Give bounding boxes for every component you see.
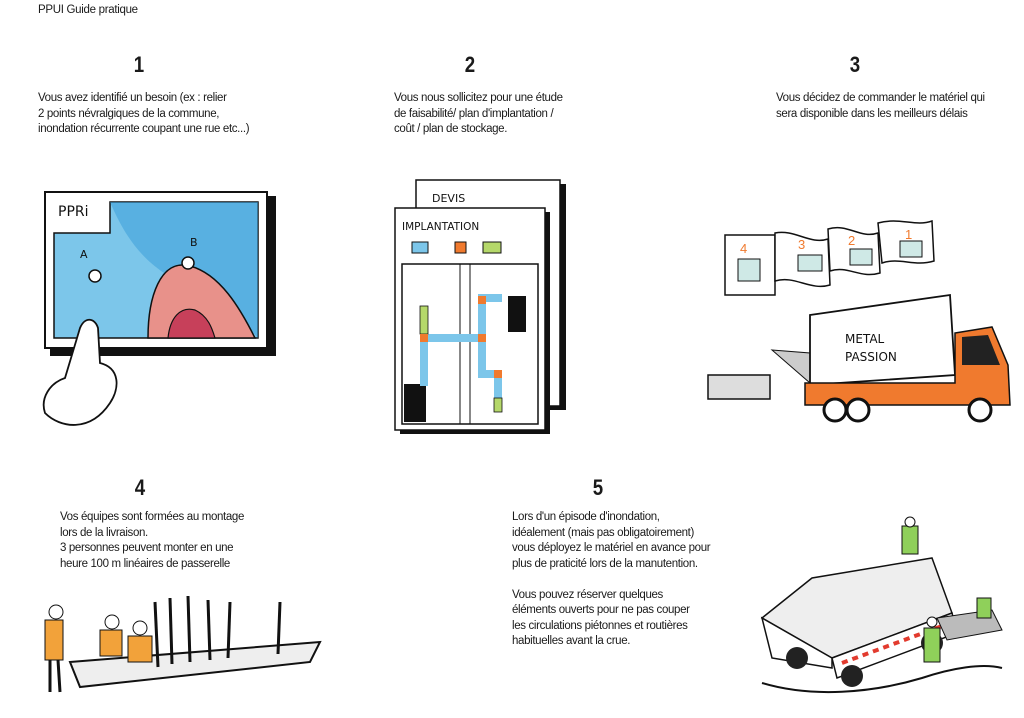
sheet-number: 3 bbox=[798, 237, 805, 252]
sheet-number: 2 bbox=[848, 233, 855, 248]
step-4-text: Vos équipes sont formées au montage lors… bbox=[60, 511, 245, 570]
step-5-text: Lors d'un épisode d'inondation, idéaleme… bbox=[512, 511, 711, 647]
pointing-hand-icon bbox=[42, 318, 118, 426]
truck-label: METAL bbox=[845, 332, 885, 346]
assembly-team-illustration bbox=[44, 595, 322, 693]
implantation-label: IMPLANTATION bbox=[402, 221, 479, 233]
panel-sheets: 4 3 2 1 bbox=[724, 219, 935, 296]
order-delivery-illustration: 4 3 2 1 METAL PASSION bbox=[707, 219, 1011, 423]
step-1-number: 1 bbox=[133, 52, 145, 77]
map-point-b-label: B bbox=[190, 236, 198, 249]
deployment-illustration bbox=[760, 516, 1003, 694]
step-1-text: Vous avez identifié un besoin (ex : reli… bbox=[38, 92, 250, 135]
step-3-text: Vous décidez de commander le matériel qu… bbox=[776, 92, 985, 120]
step-4-number: 4 bbox=[134, 475, 146, 500]
step-3-number: 3 bbox=[849, 52, 861, 77]
map-point-a-label: A bbox=[80, 248, 88, 261]
step-2-text: Vous nous sollicitez pour une étude de f… bbox=[394, 92, 563, 135]
sheet-number: 4 bbox=[740, 241, 747, 256]
truck-label: PASSION bbox=[845, 350, 897, 364]
point-b-marker bbox=[181, 256, 195, 270]
step-5-number: 5 bbox=[592, 475, 604, 500]
map-label: PPRi bbox=[58, 204, 89, 220]
implantation-plan-illustration: DEVIS IMPLANTATION bbox=[394, 179, 566, 434]
devis-label: DEVIS bbox=[432, 192, 465, 205]
sheet-number: 1 bbox=[905, 227, 912, 242]
flood-map-illustration: PPRi A B bbox=[42, 191, 276, 426]
step-2-number: 2 bbox=[464, 52, 476, 77]
document-title: PPUI Guide pratique bbox=[38, 4, 138, 16]
point-a-marker bbox=[88, 269, 102, 283]
